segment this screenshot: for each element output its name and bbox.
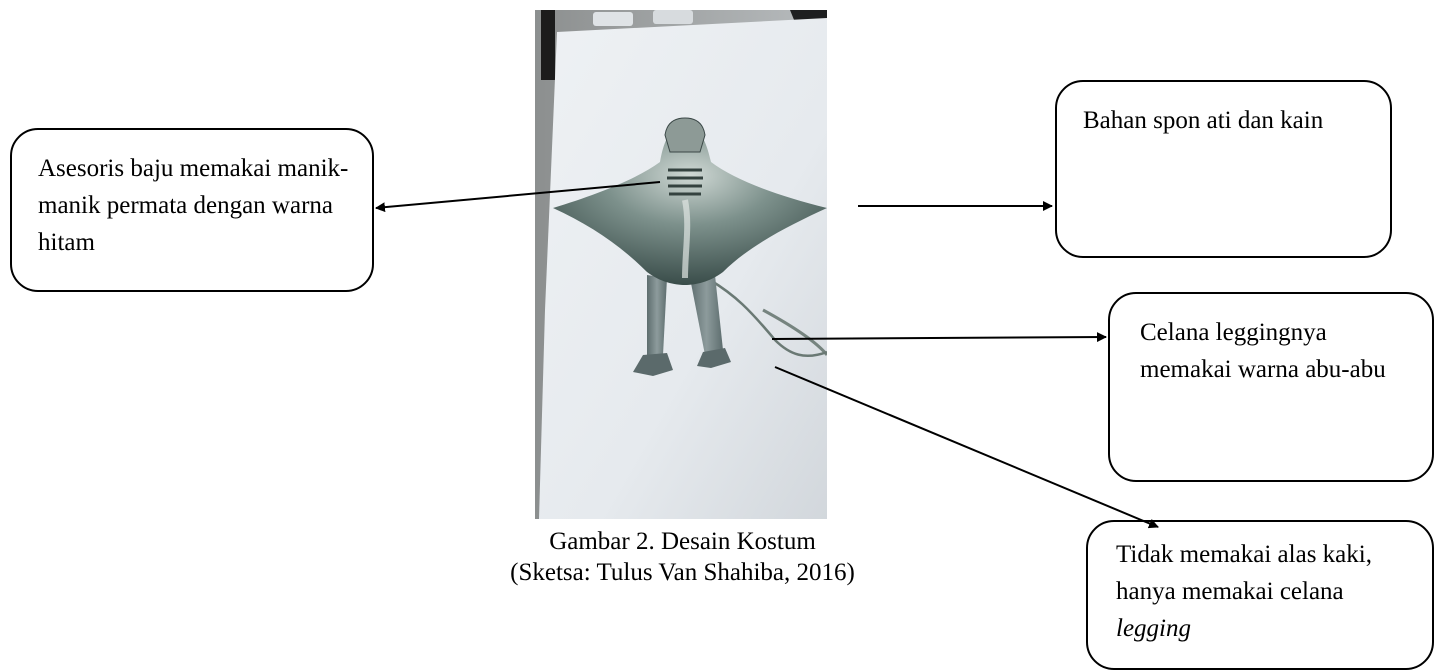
eraser-object bbox=[653, 10, 693, 24]
callout-footwear-text: Tidak memakai alas kaki, hanya memakai c… bbox=[1116, 541, 1372, 605]
caption-credit: (Sketsa: Tulus Van Shahiba, 2016) bbox=[438, 557, 928, 588]
callout-leggings-text: Celana leggingnya memakai warna abu-abu bbox=[1140, 319, 1386, 383]
callout-material-text: Bahan spon ati dan kain bbox=[1083, 107, 1323, 134]
arrow-footwear bbox=[775, 367, 1158, 527]
callout-material: Bahan spon ati dan kain bbox=[1055, 80, 1392, 258]
callout-footwear-italic: legging bbox=[1116, 615, 1191, 642]
callout-accessories: Asesoris baju memakai manik-manik permat… bbox=[10, 128, 374, 292]
costume-sketch-photo bbox=[535, 10, 827, 519]
eraser-object bbox=[593, 12, 633, 26]
callout-accessories-text: Asesoris baju memakai manik-manik permat… bbox=[38, 155, 348, 256]
figure-caption: Gambar 2. Desain Kostum (Sketsa: Tulus V… bbox=[438, 526, 928, 588]
callout-leggings: Celana leggingnya memakai warna abu-abu bbox=[1108, 292, 1434, 482]
caption-title: Gambar 2. Desain Kostum bbox=[438, 526, 928, 557]
manta-head bbox=[665, 118, 705, 152]
pen-object bbox=[541, 10, 555, 80]
callout-footwear: Tidak memakai alas kaki, hanya memakai c… bbox=[1086, 520, 1434, 670]
